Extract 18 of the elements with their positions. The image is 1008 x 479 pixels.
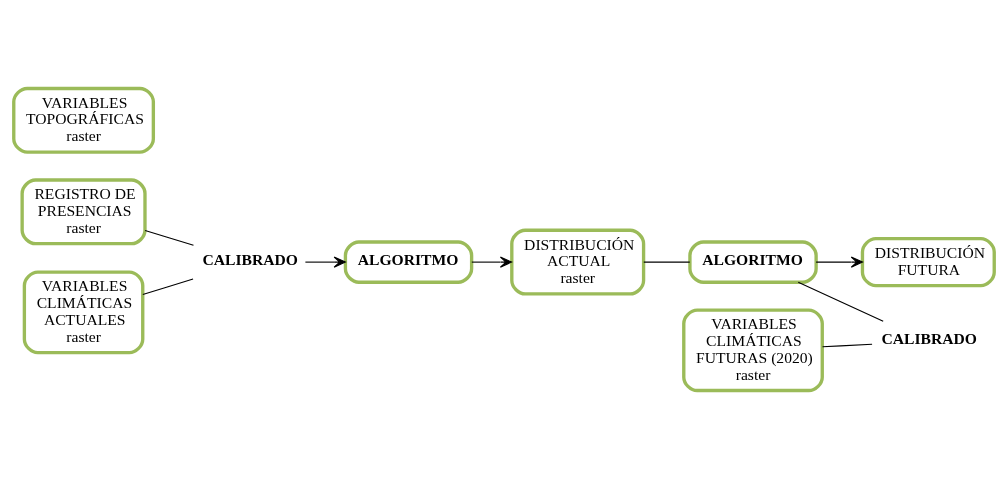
node-box: ALGORITMO	[688, 240, 818, 284]
node-box: DISTRIBUCIÓN FUTURA	[860, 237, 996, 288]
node-box: DISTRIBUCIÓN ACTUAL raster	[510, 228, 646, 296]
node-box: VARIABLES TOPOGRÁFICAS raster	[12, 86, 156, 154]
node-box: REGISTRO DE PRESENCIAS raster	[20, 178, 147, 246]
connector	[643, 261, 691, 263]
node-box: VARIABLES CLIMÁTICAS FUTURAS (2020) raster	[682, 308, 824, 393]
connector	[822, 343, 873, 348]
node-text: CALIBRADO	[202, 251, 298, 269]
arrow	[471, 256, 513, 268]
connector	[142, 278, 194, 296]
arrow	[304, 256, 346, 268]
node-box: VARIABLES CLIMÁTICAS ACTUALES raster	[22, 270, 145, 355]
connector	[144, 229, 195, 246]
connector	[797, 281, 884, 322]
arrow	[815, 256, 863, 268]
node-text: CALIBRADO	[881, 330, 977, 348]
node-box: ALGORITMO	[343, 240, 474, 284]
